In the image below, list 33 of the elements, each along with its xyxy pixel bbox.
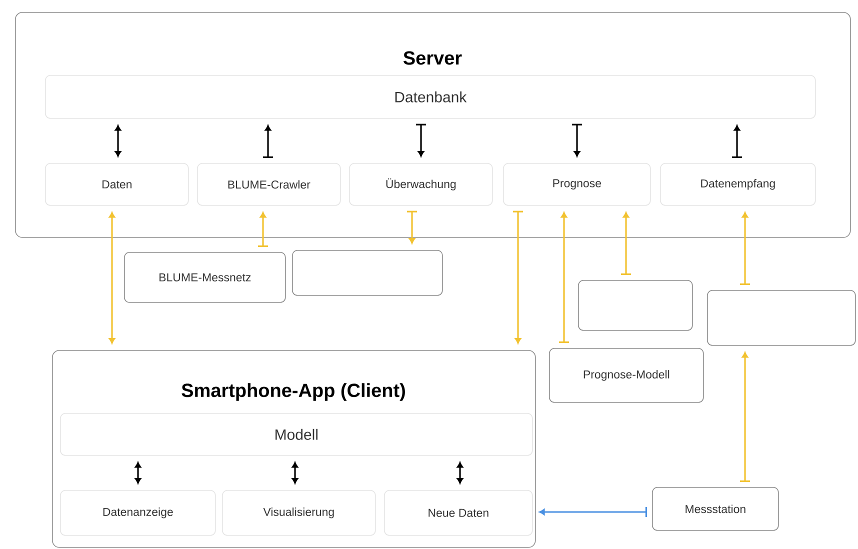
arrow: [456, 462, 464, 484]
component-box: Modell: [60, 413, 533, 456]
service-box: [292, 250, 443, 296]
service-box: BLUME-Messnetz: [124, 252, 286, 303]
component-box: Datenanzeige: [60, 490, 216, 536]
component-box: Datenempfang: [660, 163, 816, 206]
arrow: [621, 212, 631, 275]
component-box: Visualisierung: [222, 490, 376, 536]
service-box: [707, 290, 856, 346]
arrow: [559, 212, 569, 343]
component-box: Prognose: [503, 163, 651, 206]
component-box: Daten: [45, 163, 189, 206]
arrow: [263, 125, 273, 158]
arrow: [740, 212, 750, 285]
service-box: [578, 280, 693, 331]
service-box: Messstation: [652, 487, 779, 531]
component-box: Neue Daten: [384, 490, 533, 536]
arrow: [258, 212, 268, 247]
arrow: [416, 124, 426, 157]
component-box: Datenbank: [45, 75, 816, 119]
arrow: [108, 212, 116, 344]
arrow: [134, 462, 142, 484]
component-box: Überwachung: [349, 163, 493, 206]
arrow: [407, 210, 417, 244]
arrow: [539, 507, 647, 517]
arrow: [292, 462, 298, 484]
arrow: [114, 125, 122, 157]
arrow: [740, 352, 750, 482]
service-box: Prognose-Modell: [549, 348, 704, 403]
component-box: BLUME-Crawler: [197, 163, 341, 206]
arrow: [572, 124, 582, 157]
arrow: [513, 210, 523, 344]
arrow: [732, 125, 742, 158]
